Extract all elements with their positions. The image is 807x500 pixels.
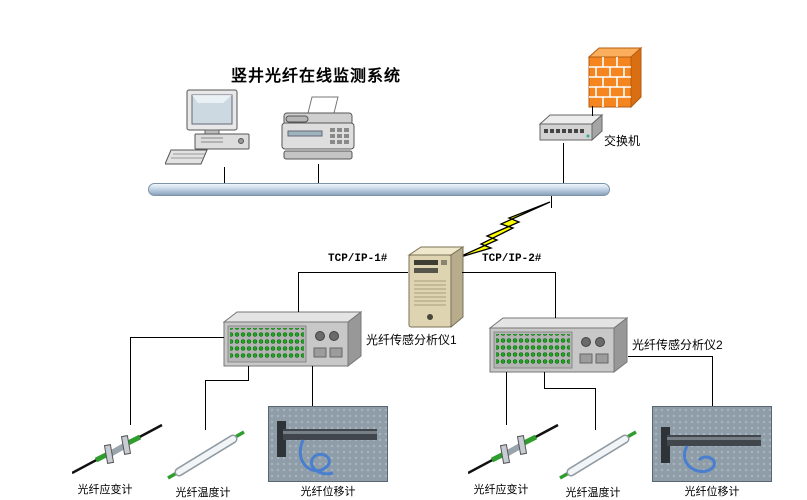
tcp-ip-1-label: TCP/IP-1# [328, 253, 388, 265]
sensor-label-temperature-1: 光纤温度计 [175, 487, 231, 499]
sensor-label-strain-1: 光纤应变计 [77, 484, 133, 496]
connector-analyzer2-strain [506, 372, 507, 425]
connector-analyzer2-displacement-h [628, 356, 713, 357]
fiber-strain-gauge-icon [72, 423, 163, 475]
connector-workstation-bus [224, 167, 225, 183]
connector-server-analyzer2-h [462, 272, 555, 273]
connector-analyzer1-temp-h [205, 380, 249, 381]
fiber-displacement-meter-photo [268, 406, 388, 482]
fax-machine-icon [281, 96, 355, 160]
connector-bus-lightning [551, 196, 552, 208]
connector-fax-bus [318, 164, 319, 183]
network-bus [148, 183, 610, 196]
connector-analyzer1-strain-v [130, 337, 131, 425]
analyzer-2-label: 光纤传感分析仪2 [632, 338, 723, 352]
analyzer-1-label: 光纤传感分析仪1 [366, 333, 457, 347]
fiber-displacement-meter-photo [652, 406, 772, 482]
connector-server-analyzer1-h [298, 272, 408, 273]
connector-switch-bus [563, 143, 564, 183]
network-switch-icon [538, 113, 604, 142]
tcp-ip-2-label: TCP/IP-2# [482, 253, 542, 265]
connector-server-analyzer2-v [555, 272, 556, 318]
sensor-label-temperature-2: 光纤温度计 [565, 487, 621, 499]
connector-analyzer1-strain-h [130, 337, 224, 338]
fiber-analyzer-1-icon [222, 310, 362, 368]
switch-label: 交换机 [604, 134, 641, 148]
diagram-title: 竖井光纤在线监测系统 [230, 68, 401, 85]
connector-analyzer2-temp-v2 [595, 388, 596, 430]
sensor-label-displacement-1: 光纤位移计 [300, 486, 356, 498]
connector-server-analyzer1-v [298, 272, 299, 312]
fiber-thermometer-icon [559, 430, 637, 480]
lightning-link-icon [456, 201, 551, 259]
desktop-computer-icon [165, 89, 250, 165]
connector-analyzer1-temp-v2 [205, 380, 206, 430]
fiber-thermometer-icon [167, 430, 245, 480]
connector-analyzer1-displacement [312, 366, 313, 408]
connector-analyzer2-temp-v1 [544, 372, 545, 389]
sensor-label-strain-2: 光纤应变计 [473, 484, 529, 496]
firewall-icon [587, 46, 643, 109]
server-tower-icon [407, 246, 465, 329]
connector-analyzer2-displacement-v [712, 356, 713, 408]
fiber-analyzer-2-icon [488, 316, 628, 374]
sensor-label-displacement-2: 光纤位移计 [684, 486, 740, 498]
fiber-strain-gauge-icon [468, 423, 559, 475]
connector-analyzer2-temp-h [544, 388, 596, 389]
connector-analyzer1-temp-v1 [248, 366, 249, 381]
connector-firewall-switch [592, 106, 593, 116]
